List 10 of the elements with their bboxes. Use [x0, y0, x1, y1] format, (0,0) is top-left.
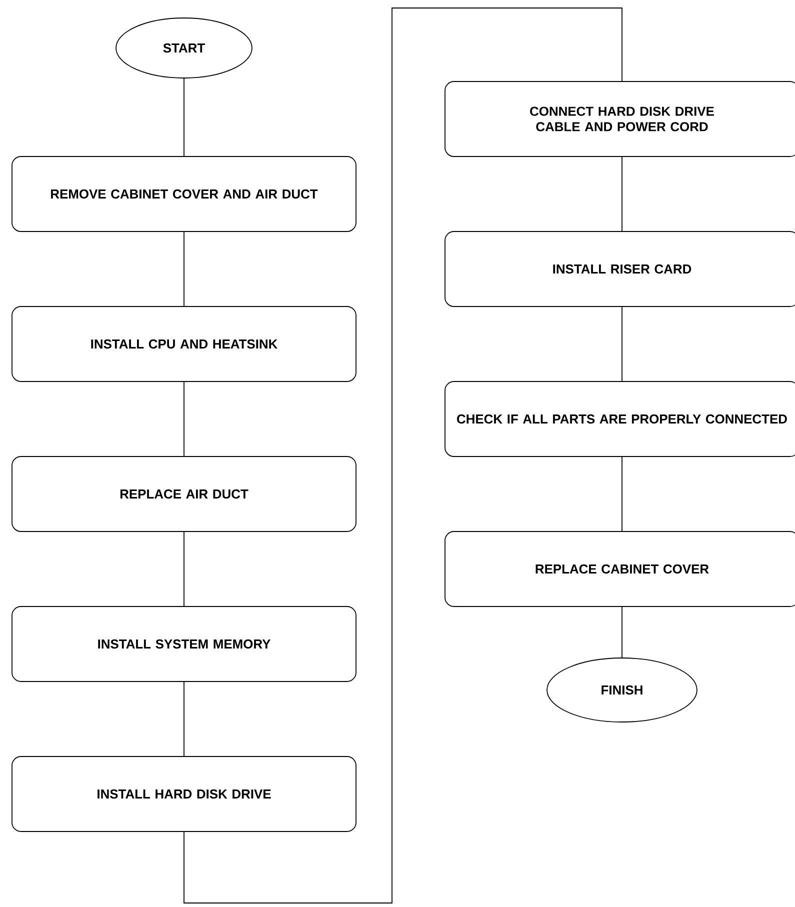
process-box: CONNECT HARD DISK DRIVE CABLE AND POWER CORD	[444, 81, 795, 157]
process-box: REPLACE CABINET COVER	[444, 531, 795, 607]
process-box: CHECK IF ALL PARTS ARE PROPERLY CONNECTED	[444, 381, 795, 457]
process-box: INSTALL CPU AND HEATSINK	[12, 306, 356, 382]
process-box: INSTALL HARD DISK DRIVE	[12, 756, 356, 832]
process-box: REPLACE AIR DUCT	[12, 456, 356, 532]
connector-line	[184, 8, 622, 904]
process-box: INSTALL SYSTEM MEMORY	[12, 606, 356, 682]
process-box: INSTALL RISER CARD	[444, 231, 795, 307]
process-box: REMOVE CABINET COVER AND AIR DUCT	[12, 156, 356, 232]
